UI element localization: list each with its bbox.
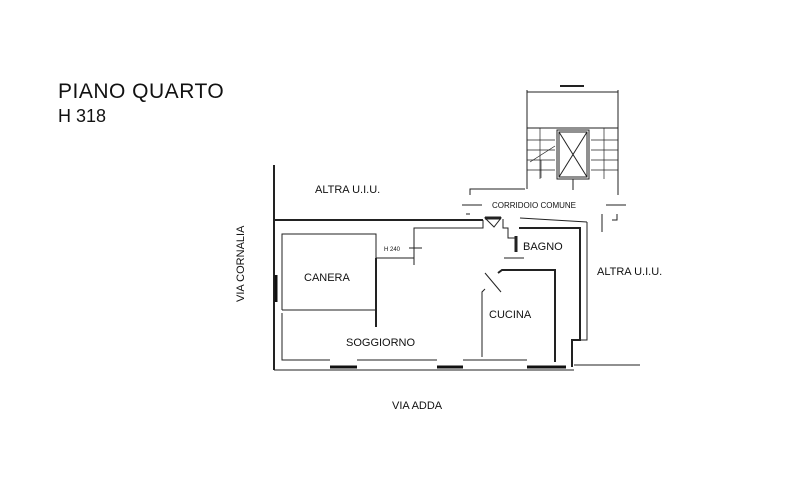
label-corridoio: CORRIDOIO COMUNE	[492, 201, 576, 210]
label-h240: H 240	[384, 247, 401, 253]
label-altra-uiu-right: ALTRA U.I.U.	[597, 266, 662, 278]
walls	[273, 85, 640, 371]
floor-height: H 318	[58, 106, 107, 126]
room-soggiorno: SOGGIORNO	[346, 337, 416, 349]
floor-title: PIANO QUARTO	[58, 80, 225, 103]
label-via-adda: VIA ADDA	[392, 400, 443, 412]
room-cucina: CUCINA	[489, 309, 532, 321]
room-canera: CANERA	[304, 272, 351, 284]
room-bagno: BAGNO	[523, 241, 563, 253]
label-altra-uiu-top: ALTRA U.I.U.	[315, 184, 380, 196]
label-via-cornalia: VIA CORNALIA	[235, 225, 247, 302]
